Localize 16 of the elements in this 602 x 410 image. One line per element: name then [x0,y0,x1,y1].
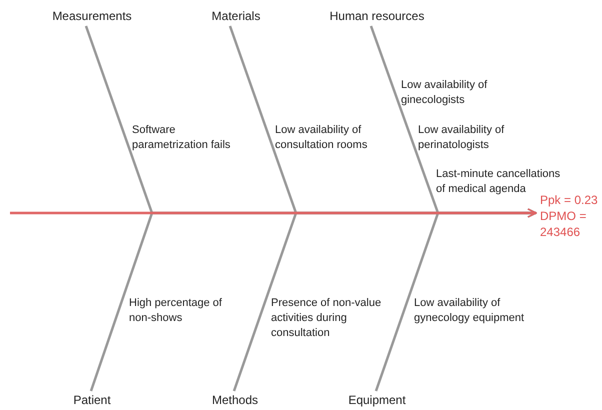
cause-label: Low availability of ginecologists [401,78,488,108]
cause-label: Software parametrization fails [132,123,232,153]
cause-label: Low availability of gynecology equipment [414,296,526,326]
category-label: Measurements [42,8,142,24]
cause-label: Low availability of perinatologists [418,123,506,153]
category-label: Equipment [327,392,427,408]
cause-label: Low availability of consultation rooms [275,123,368,153]
category-label: Methods [195,392,275,408]
category-label: Patient [52,392,132,408]
cause-label: Last-minute cancellations of medical agenda [436,167,561,195]
cause-label: High percentage of non-shows [129,296,223,326]
cause-label: Presence of non-value activities during consultation [271,296,382,341]
effect-label: Ppk = 0.23 DPMO = 243466 [540,192,602,240]
spine-arrow [10,208,537,218]
category-label: Human resources [317,8,437,24]
category-label: Materials [186,8,286,24]
